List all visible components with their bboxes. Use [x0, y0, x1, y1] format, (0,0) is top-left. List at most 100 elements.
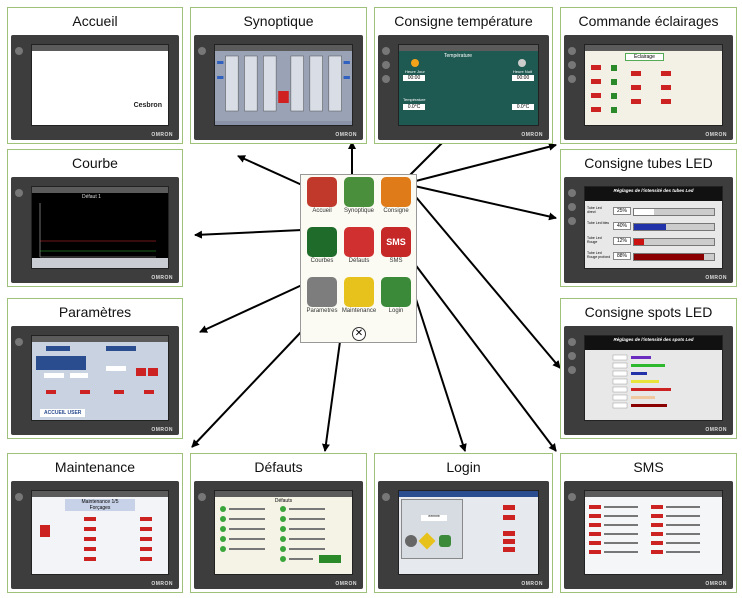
panel-courbe: Courbe Défaut 1 OMRON [7, 149, 183, 287]
panel-consigne-spots-led: Consigne spots LED Réglages de l'intensi… [560, 298, 737, 439]
user-icon [439, 535, 451, 547]
omron-logo: OMRON [151, 581, 173, 587]
hmi-device: Température Heure Jour Heure Nuit 00:00 … [378, 35, 549, 140]
tube-label: Tube Led Rouge profond [587, 251, 611, 259]
hmi-device: Défauts OMRON [194, 481, 363, 589]
menu-item-maintenance[interactable]: Maintenance [341, 277, 377, 314]
wrench-icon [344, 277, 374, 307]
omron-logo: OMRON [151, 132, 173, 138]
tube-level-bar [633, 238, 715, 246]
menu-item-label: SMS [389, 258, 403, 264]
panel-title: Courbe [8, 150, 182, 177]
omron-logo: OMRON [151, 275, 173, 281]
house-icon [307, 177, 337, 207]
hmi-device: OMRON [194, 35, 363, 140]
tube-value[interactable]: 88% [613, 252, 631, 260]
omron-logo: OMRON [705, 275, 727, 281]
tube-level-bar [633, 208, 715, 216]
menu-item-label: Parametres [306, 308, 338, 314]
panel-title: Consigne spots LED [561, 299, 736, 326]
panel-consigne-temperature: Consigne température Température Heure J… [374, 7, 553, 144]
panel-consigne-tubes-led: Consigne tubes LED Réglages de l'intensi… [560, 149, 737, 287]
menu-item-défauts[interactable]: Défauts [341, 227, 377, 264]
user-icon [381, 277, 411, 307]
menu-item-accueil[interactable]: Accueil [304, 177, 340, 214]
eclairage-heading: Eclairage [625, 53, 664, 61]
omron-logo: OMRON [705, 132, 727, 138]
hmi-device: Réglages de l'intensité des tubes Led Tu… [564, 177, 733, 283]
menu-item-parametres[interactable]: Parametres [304, 277, 340, 314]
heure-jour-label: Heure Jour [405, 69, 425, 74]
menu-item-courbes[interactable]: Courbes [304, 227, 340, 264]
omron-logo: OMRON [521, 132, 543, 138]
temp-jour-input[interactable]: 0.0°C [403, 104, 425, 110]
hmi-device: OMRON [564, 481, 733, 589]
temp-nuit-input[interactable]: 0.0°C [512, 104, 534, 110]
temperature-heading: Température [444, 53, 473, 59]
heure-nuit-input[interactable]: 00:00 [512, 75, 534, 81]
panel-defauts: Défauts Défauts OMRON [190, 453, 367, 593]
password-field[interactable]: ****** [421, 515, 447, 521]
accueil-user-button[interactable]: ACCUEIL USER [40, 409, 86, 417]
tube-level-fill [634, 224, 666, 230]
sun-icon [411, 59, 419, 67]
panel-title: Consigne température [375, 8, 552, 35]
arrow-consigne-tubes-led [409, 184, 557, 221]
chart-icon [307, 227, 337, 257]
omron-logo: OMRON [151, 427, 173, 433]
hmi-device: Maintenance 1/5 Forçages OMRON [11, 481, 179, 589]
tube-value[interactable]: 40% [613, 222, 631, 230]
omron-logo: OMRON [521, 581, 543, 587]
omron-logo: OMRON [705, 581, 727, 587]
panel-title: Consigne tubes LED [561, 150, 736, 177]
moon-icon [518, 59, 526, 67]
tube-value[interactable]: 25% [613, 207, 631, 215]
panel-sms: SMS OMRON [560, 453, 737, 593]
cesbron-logo: Cesbron [133, 102, 162, 109]
menu-item-label: Login [388, 308, 404, 314]
tube-level-bar [633, 223, 715, 231]
omron-logo: OMRON [335, 581, 357, 587]
omron-logo: OMRON [705, 427, 727, 433]
close-icon[interactable]: ✕ [352, 327, 366, 341]
tube-level-fill [634, 239, 644, 245]
heure-nuit-label: Heure Nuit [512, 69, 532, 74]
panel-accueil: Accueil Cesbron OMRON [7, 7, 183, 144]
tube-level-fill [634, 209, 654, 215]
panel-title: Commande éclairages [561, 8, 736, 35]
gear-icon [405, 535, 417, 547]
arrow-parametres [199, 284, 303, 333]
tube-level-fill [634, 254, 705, 260]
arrow-accueil [237, 155, 303, 186]
menu-item-login[interactable]: Login [378, 277, 414, 314]
menu-item-label: Synoptique [343, 208, 375, 214]
maintenance-heading: Maintenance 1/5 [65, 499, 135, 505]
panel-title: Défauts [191, 454, 366, 481]
synoptic-icon [344, 177, 374, 207]
tube-label: Tube Led direct [587, 206, 602, 214]
heure-jour-input[interactable]: 00:00 [403, 75, 425, 81]
gear-icon [307, 277, 337, 307]
panel-login: Login ****** OMRON [374, 453, 553, 593]
arrow-sms [407, 254, 557, 452]
spots-led-heading: Réglages de l'intensité des spots Led [585, 336, 722, 350]
panel-title: Maintenance [8, 454, 182, 481]
forcages-subheading: Forçages [65, 505, 135, 511]
panel-title: Synoptique [191, 8, 366, 35]
tubes-led-heading: Réglages de l'intensité des tubes Led [585, 187, 722, 201]
menu-item-label: Défauts [348, 258, 370, 264]
arrow-consigne-spots-led [409, 189, 561, 369]
tube-level-bar [633, 253, 715, 261]
panel-title: SMS [561, 454, 736, 481]
menu-item-synoptique[interactable]: Synoptique [341, 177, 377, 214]
panel-parametres: Paramètres ACCUEIL USER OMRON [7, 298, 183, 439]
hmi-device: Défaut 1 OMRON [11, 177, 179, 283]
menu-item-label: Maintenance [341, 308, 377, 314]
tube-value[interactable]: 12% [613, 237, 631, 245]
panel-title: Login [375, 454, 552, 481]
hmi-device: ACCUEIL USER OMRON [11, 326, 179, 435]
menu-item-consigne[interactable]: Consigne [378, 177, 414, 214]
